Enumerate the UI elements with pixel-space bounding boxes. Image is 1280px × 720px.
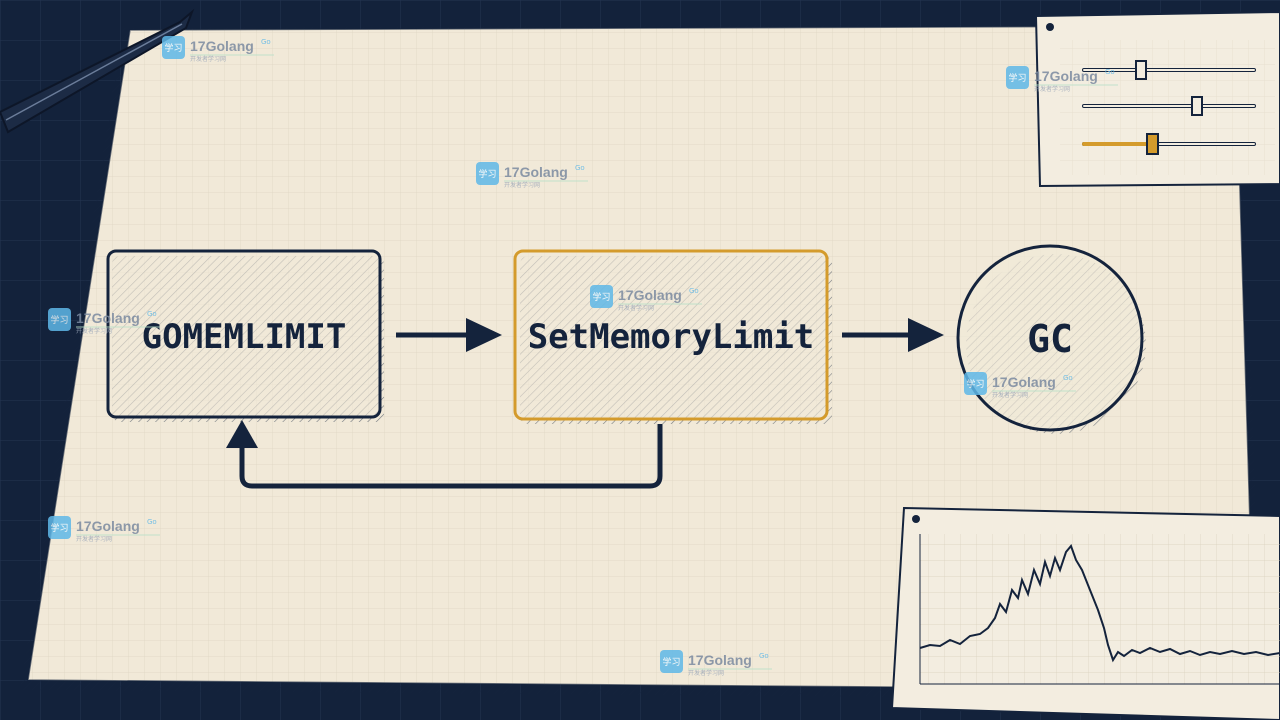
watermark-logo-text: 学习 <box>662 656 680 668</box>
watermark-subtitle: 开发者学习网 <box>76 327 112 335</box>
gc-node: GC <box>956 244 1146 434</box>
watermark-badge: Go <box>689 287 699 295</box>
watermark-badge: Go <box>147 310 157 318</box>
watermark-logo-icon <box>48 516 71 539</box>
setmemorylimit-node: SetMemoryLimit <box>513 249 832 424</box>
watermark-logo-text: 学习 <box>592 291 610 303</box>
watermark-subtitle: 开发者学习网 <box>688 669 724 677</box>
watermark-badge: Go <box>759 652 769 660</box>
watermark: 学习 17Golang Go 开发者学习网 <box>964 372 1076 399</box>
gomemlimit-label: GOMEMLIMIT <box>142 317 347 357</box>
watermark-badge: Go <box>1105 68 1115 76</box>
watermark: 学习 17Golang Go 开发者学习网 <box>1006 66 1118 93</box>
slider-thumb-3[interactable] <box>1146 133 1159 155</box>
setmemorylimit-label: SetMemoryLimit <box>528 317 815 357</box>
watermark-logo-text: 学习 <box>164 42 182 54</box>
watermark: 学习 17Golang Go 开发者学习网 <box>162 36 274 63</box>
watermark-logo-icon <box>476 162 499 185</box>
watermark-logo-text: 学习 <box>478 168 496 180</box>
watermark-logo-text: 学习 <box>50 314 68 326</box>
watermark-logo-text: 学习 <box>966 378 984 390</box>
watermark-logo-icon <box>162 36 185 59</box>
arrow-setmemorylimit-to-gc <box>842 318 944 352</box>
watermark-subtitle: 开发者学习网 <box>76 535 112 543</box>
watermark: 学习 17Golang Go 开发者学习网 <box>48 516 160 543</box>
watermark-brand: 17Golang <box>190 38 254 54</box>
watermark-logo-icon <box>48 308 71 331</box>
watermark: 学习 17Golang Go 开发者学习网 <box>48 308 160 335</box>
watermark-logo-icon <box>590 285 613 308</box>
watermark-subtitle: 开发者学习网 <box>618 304 654 312</box>
watermark-badge: Go <box>147 518 157 526</box>
line-chart-icon <box>890 506 1280 720</box>
watermark-subtitle: 开发者学习网 <box>1034 85 1070 93</box>
watermark-subtitle: 开发者学习网 <box>992 391 1028 399</box>
watermark-brand: 17Golang <box>504 164 568 180</box>
watermark-subtitle: 开发者学习网 <box>504 181 540 189</box>
pen-icon <box>0 8 195 134</box>
slider-panel-icon <box>1034 10 1280 188</box>
watermark-badge: Go <box>261 38 271 46</box>
watermark-subtitle: 开发者学习网 <box>190 55 226 63</box>
watermark: 学习 17Golang Go 开发者学习网 <box>590 285 702 312</box>
watermark-logo-icon <box>964 372 987 395</box>
watermark-logo-icon <box>1006 66 1029 89</box>
arrow-gomemlimit-to-setmemorylimit <box>396 318 502 352</box>
watermark-badge: Go <box>575 164 585 172</box>
watermark-brand: 17Golang <box>992 374 1056 390</box>
watermark-logo-text: 学习 <box>1008 72 1026 84</box>
watermark: 学习 17Golang Go 开发者学习网 <box>476 162 588 189</box>
watermark-badge: Go <box>1063 374 1073 382</box>
gc-label: GC <box>1027 317 1073 361</box>
watermark-logo-text: 学习 <box>50 522 68 534</box>
watermark-brand: 17Golang <box>76 518 140 534</box>
slider-thumb-2[interactable] <box>1191 96 1203 116</box>
watermark-brand: 17Golang <box>618 287 682 303</box>
watermark-brand: 17Golang <box>1034 68 1098 84</box>
gomemlimit-node: GOMEMLIMIT <box>106 249 384 422</box>
slider-thumb-1[interactable] <box>1135 60 1147 80</box>
watermark-brand: 17Golang <box>688 652 752 668</box>
watermark-brand: 17Golang <box>76 310 140 326</box>
watermark: 学习 17Golang Go 开发者学习网 <box>660 650 772 677</box>
memory-usage-line <box>919 544 1280 663</box>
feedback-arrow <box>226 420 663 489</box>
watermark-logo-icon <box>660 650 683 673</box>
